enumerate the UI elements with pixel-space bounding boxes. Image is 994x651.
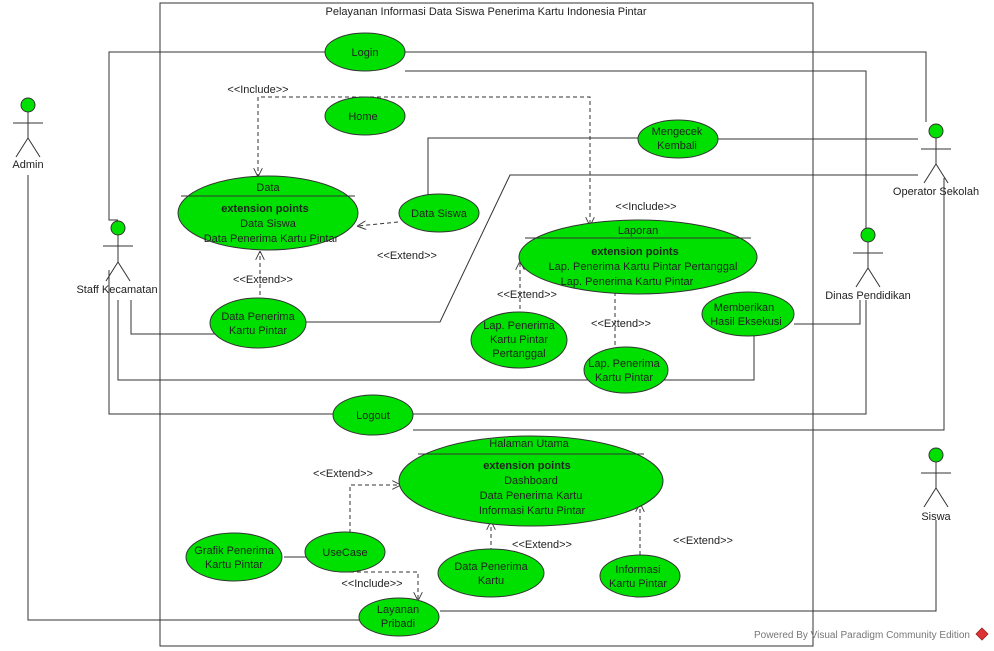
include-label-layanan: <<Include>>: [341, 578, 402, 590]
usecase-lap-penerima-kartu-pintar[interactable]: Lap. Penerima Kartu Pintar: [583, 346, 669, 394]
include-label-home: <<Include>>: [227, 84, 288, 96]
svg-text:Mengecek: Mengecek: [652, 126, 703, 138]
svg-text:extension points: extension points: [221, 203, 308, 215]
actor-siswa[interactable]: Siswa: [921, 447, 952, 523]
actor-operator-sekolah[interactable]: Operator Sekolah: [893, 123, 979, 198]
usecase-login[interactable]: Login: [324, 32, 406, 72]
extend-label-lap-penerima: <<Extend>>: [591, 318, 651, 330]
svg-text:Login: Login: [352, 47, 379, 59]
powered-by-footer: Powered By Visual Paradigm Community Edi…: [754, 630, 970, 641]
extend-label-lap-pertanggal: <<Extend>>: [497, 289, 557, 301]
actor-staff-kecamatan[interactable]: Staff Kecamatan: [76, 220, 158, 296]
svg-text:Admin: Admin: [12, 159, 43, 171]
svg-text:Informasi Kartu Pintar: Informasi Kartu Pintar: [479, 505, 586, 517]
usecase-lap-penerima-pertanggal[interactable]: Lap. Penerima Kartu Pintar Pertanggal: [470, 311, 568, 369]
svg-text:Grafik Penerima: Grafik Penerima: [194, 545, 274, 557]
include-label-laporan: <<Include>>: [615, 201, 676, 213]
svg-text:Kartu Pintar: Kartu Pintar: [205, 559, 263, 571]
svg-text:Informasi: Informasi: [615, 564, 660, 576]
svg-text:Data Siswa: Data Siswa: [411, 208, 468, 220]
svg-text:Home: Home: [348, 111, 377, 123]
svg-text:Lap. Penerima: Lap. Penerima: [483, 320, 555, 332]
svg-text:Dashboard: Dashboard: [504, 475, 558, 487]
usecase-memberikan-hasil-eksekusi[interactable]: Memberikan Hasil Eksekusi: [701, 291, 795, 337]
system-title: Pelayanan Informasi Data Siswa Penerima …: [325, 6, 646, 18]
associations: [27, 51, 945, 621]
svg-text:Hasil Eksekusi: Hasil Eksekusi: [710, 316, 782, 328]
actor-dinas-pendidikan[interactable]: Dinas Pendidikan: [825, 227, 911, 302]
usecase-informasi-kartu-pintar[interactable]: Informasi Kartu Pintar: [599, 554, 681, 598]
svg-text:Kartu Pintar: Kartu Pintar: [490, 334, 548, 346]
usecase-data-siswa[interactable]: Data Siswa: [398, 193, 480, 233]
usecase-laporan[interactable]: Laporan extension points Lap. Penerima K…: [518, 219, 758, 295]
svg-text:Pribadi: Pribadi: [381, 618, 415, 630]
svg-text:extension points: extension points: [591, 246, 678, 258]
svg-text:Operator Sekolah: Operator Sekolah: [893, 186, 979, 198]
svg-text:Data Penerima: Data Penerima: [221, 311, 295, 323]
usecase-data-penerima-kartu-pintar[interactable]: Data Penerima Kartu Pintar: [209, 297, 307, 349]
actor-admin[interactable]: Admin: [12, 97, 44, 171]
svg-text:extension points: extension points: [483, 460, 570, 472]
usecase-halaman-utama[interactable]: Halaman Utama extension points Dashboard…: [398, 435, 664, 527]
svg-text:Pertanggal: Pertanggal: [492, 348, 545, 360]
usecase-data[interactable]: Data extension points Data Siswa Data Pe…: [177, 175, 359, 251]
svg-text:Laporan: Laporan: [618, 225, 658, 237]
svg-text:Logout: Logout: [356, 410, 390, 422]
svg-text:Data Penerima Kartu: Data Penerima Kartu: [480, 490, 583, 502]
usecase-usecase[interactable]: UseCase: [304, 531, 386, 573]
svg-text:Siswa: Siswa: [921, 511, 951, 523]
usecase-home[interactable]: Home: [324, 96, 406, 136]
svg-text:Layanan: Layanan: [377, 604, 419, 616]
svg-text:Memberikan: Memberikan: [714, 302, 775, 314]
extend-label-data-penerima: <<Extend>>: [233, 274, 293, 286]
extend-label-data-siswa: <<Extend>>: [377, 250, 437, 262]
svg-text:Data: Data: [256, 182, 280, 194]
svg-text:Data Penerima: Data Penerima: [454, 561, 528, 573]
visual-paradigm-logo-icon: [975, 627, 989, 641]
usecase-logout[interactable]: Logout: [332, 394, 414, 436]
usecase-layanan-pribadi[interactable]: Layanan Pribadi: [358, 597, 440, 637]
svg-text:Kartu Pintar: Kartu Pintar: [609, 578, 667, 590]
svg-text:Kembali: Kembali: [657, 140, 697, 152]
usecase-data-penerima-kartu[interactable]: Data Penerima Kartu: [437, 548, 545, 598]
dependencies: [258, 96, 640, 600]
svg-text:Dinas Pendidikan: Dinas Pendidikan: [825, 290, 911, 302]
svg-text:Kartu Pintar: Kartu Pintar: [229, 325, 287, 337]
extend-label-usecase: <<Extend>>: [313, 468, 373, 480]
extend-label-informasi: <<Extend>>: [673, 535, 733, 547]
usecase-grafik-penerima[interactable]: Grafik Penerima Kartu Pintar: [185, 532, 283, 582]
svg-text:Data Penerima Kartu Pintar: Data Penerima Kartu Pintar: [204, 233, 339, 245]
svg-text:Data Siswa: Data Siswa: [240, 218, 297, 230]
svg-text:Lap. Penerima Kartu Pintar Per: Lap. Penerima Kartu Pintar Pertanggal: [549, 261, 738, 273]
svg-text:Kartu: Kartu: [478, 575, 504, 587]
extend-label-data-penerima-kartu: <<Extend>>: [512, 539, 572, 551]
svg-text:Kartu Pintar: Kartu Pintar: [595, 372, 653, 384]
svg-text:Staff Kecamatan: Staff Kecamatan: [76, 284, 157, 296]
svg-text:Halaman Utama: Halaman Utama: [489, 438, 569, 450]
svg-text:UseCase: UseCase: [322, 547, 367, 559]
svg-text:Lap. Penerima: Lap. Penerima: [588, 358, 660, 370]
svg-text:Lap. Penerima Kartu Pintar: Lap. Penerima Kartu Pintar: [561, 276, 694, 288]
usecase-mengecek-kembali[interactable]: Mengecek Kembali: [637, 119, 719, 159]
